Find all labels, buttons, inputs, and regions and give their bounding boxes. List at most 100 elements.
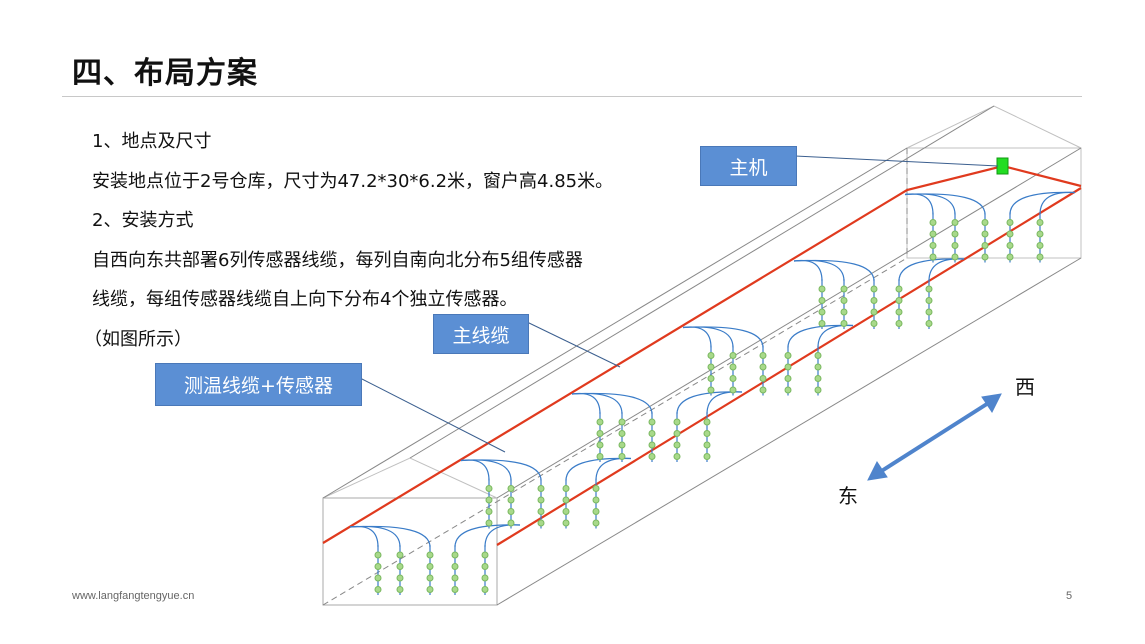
sensor-node	[673, 441, 681, 449]
sensor-cable-arc	[682, 326, 712, 348]
east-label: 东	[838, 484, 858, 508]
sensor-node	[703, 418, 711, 426]
sensor-node	[451, 574, 459, 582]
sensor-node	[374, 563, 382, 570]
sensor-node	[592, 496, 600, 504]
sensor-node	[703, 453, 711, 460]
sensor-node	[374, 574, 382, 582]
sensor-node	[507, 496, 515, 504]
sensor-node	[1036, 253, 1044, 261]
sensor-cable-arc	[793, 259, 823, 282]
sensor-node	[840, 297, 848, 304]
sensor-node	[729, 352, 737, 359]
sensor-node	[1036, 219, 1044, 226]
sensor-node	[507, 519, 515, 527]
sensor-node	[818, 285, 826, 293]
sensor-node	[618, 453, 626, 460]
sensor-node	[485, 496, 493, 504]
sensor-cable-arc	[571, 392, 601, 415]
sensor-node	[707, 386, 715, 394]
sensor-node	[818, 320, 826, 327]
sensor-node	[870, 308, 878, 316]
edge-top-left	[322, 147, 908, 499]
sensor-node	[981, 253, 989, 261]
sensor-node	[814, 386, 822, 394]
sensor-cable-arc	[484, 524, 521, 548]
sensor-node	[870, 297, 878, 304]
sensor-node	[562, 519, 570, 527]
sensor-node	[951, 253, 959, 261]
sensor-node	[396, 563, 404, 570]
sensor-node	[537, 496, 545, 504]
sensor-cable-arc	[1039, 191, 1076, 215]
sensor-cable-arc	[571, 392, 653, 415]
sensor-node	[707, 363, 715, 371]
sensor-cable-arc	[460, 459, 512, 481]
sensor-cable-arc	[349, 525, 379, 548]
sensor-cable-arc	[349, 525, 401, 548]
edge-top-right	[496, 147, 1082, 499]
sensor-node	[481, 574, 489, 582]
host-device	[996, 157, 1009, 175]
sensor-node	[840, 285, 848, 293]
sensor-node	[870, 285, 878, 293]
sensor-node	[814, 352, 822, 359]
sensor-node	[396, 551, 404, 559]
sensor-node	[818, 308, 826, 316]
sensor-node	[596, 418, 604, 426]
sensor-node	[759, 352, 767, 359]
sensor-node	[703, 430, 711, 437]
sensor-node	[784, 352, 792, 359]
sensor-node	[925, 297, 933, 304]
sensor-node	[703, 441, 711, 449]
sensor-node	[374, 586, 382, 593]
sensor-node	[759, 386, 767, 394]
front-face	[322, 497, 498, 606]
sensor-node	[562, 508, 570, 515]
sensor-node	[784, 363, 792, 371]
sensor-node	[596, 441, 604, 449]
sensor-node	[507, 508, 515, 515]
sensor-node	[729, 363, 737, 371]
sensor-node	[840, 320, 848, 327]
sensor-cable-arc	[682, 326, 734, 348]
sensor-cable-arc	[349, 525, 431, 548]
sensor-node	[981, 219, 989, 226]
sensor-cable-arc	[460, 459, 490, 481]
sensor-node	[537, 508, 545, 515]
sensor-node	[814, 375, 822, 382]
edge-ridge	[409, 105, 995, 459]
sensor-node	[814, 363, 822, 371]
edge-bottom-right	[496, 257, 1082, 606]
edge-bottom-left-hidden	[322, 257, 908, 606]
slide-title: 四、布局方案	[72, 56, 258, 91]
footer-website: www.langfangtengyue.cn	[72, 590, 195, 602]
sensor-node	[707, 375, 715, 382]
sensor-cable-arc	[904, 193, 986, 215]
sensor-node	[729, 386, 737, 394]
sensor-node	[929, 242, 937, 249]
sensor-node	[426, 551, 434, 559]
sensor-cable-arc	[706, 391, 743, 415]
sensor-node	[396, 586, 404, 593]
sensor-node	[618, 430, 626, 437]
title-divider	[62, 96, 1082, 97]
sensor-node	[537, 519, 545, 527]
sensor-node	[840, 308, 848, 316]
main-cable-callout-line	[526, 321, 621, 368]
sensor-node	[729, 375, 737, 382]
sensor-node	[895, 285, 903, 293]
sensor-node	[451, 586, 459, 593]
sensor-node	[481, 551, 489, 559]
sensor-node	[951, 219, 959, 226]
main-cables	[322, 164, 1082, 546]
sensor-node	[1036, 242, 1044, 249]
sensor-cable-arc	[571, 392, 623, 415]
sensor-node	[1006, 219, 1014, 226]
sensor-node	[929, 219, 937, 226]
sensor-node	[951, 242, 959, 249]
sensor-node	[1006, 253, 1014, 261]
sensor-node	[981, 230, 989, 238]
host-label: 主机	[700, 146, 797, 186]
sensor-node	[481, 586, 489, 593]
